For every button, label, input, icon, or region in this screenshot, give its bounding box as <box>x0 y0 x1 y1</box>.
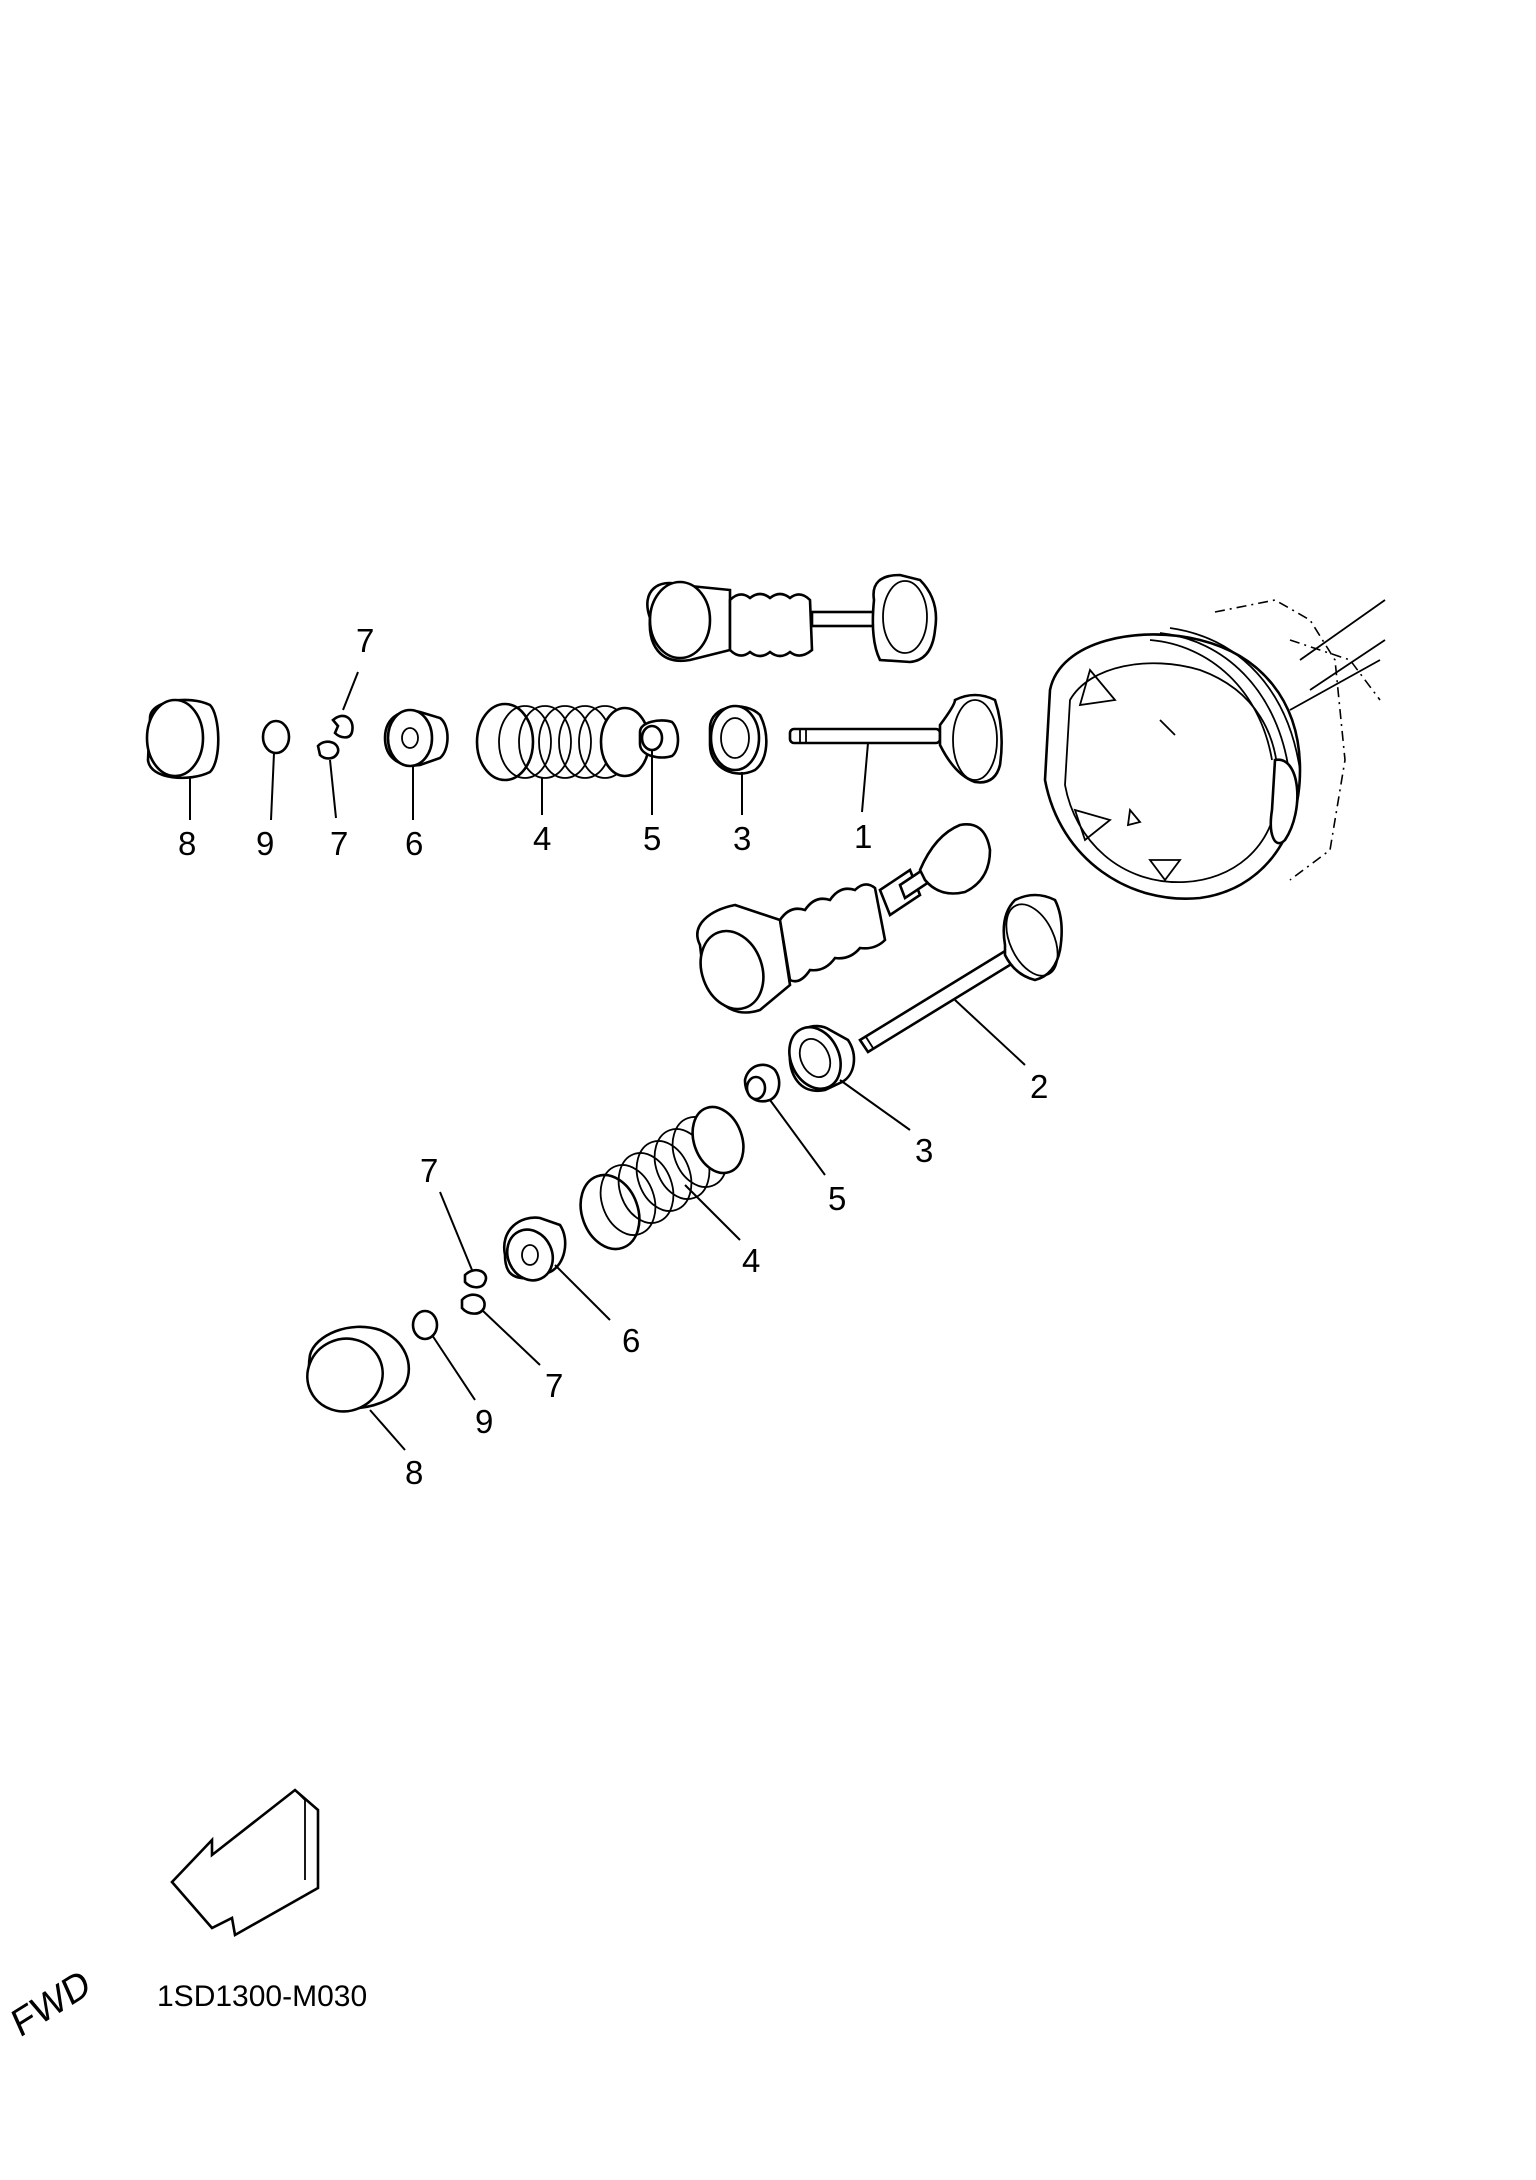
valve-pad-lower <box>411 1309 439 1341</box>
callout-3-lower: 3 <box>915 1132 933 1169</box>
callout-labels-lower: 2 3 5 4 7 6 7 9 8 <box>405 1068 1048 1491</box>
callout-8-lower: 8 <box>405 1454 423 1491</box>
valve-spring-seat-lower <box>788 1024 856 1093</box>
valve-spring-seat-upper <box>708 704 768 775</box>
callout-labels-upper: 8 9 7 7 6 4 5 3 1 <box>178 622 872 862</box>
assembled-valve-upper <box>646 573 938 664</box>
reference-code: 1SD1300-M030 <box>157 1980 368 2013</box>
valve-cotter-upper <box>316 714 354 760</box>
valve-pad-upper <box>261 719 291 755</box>
valve-spring-lower <box>579 1105 745 1251</box>
valve-lifter-lower <box>306 1325 411 1413</box>
callout-7-upper-bottom: 7 <box>330 825 348 862</box>
callout-7-upper-top: 7 <box>356 622 374 659</box>
callout-1-upper: 1 <box>854 818 872 855</box>
leader-lines <box>189 671 1026 1451</box>
callout-9-lower: 9 <box>475 1403 493 1440</box>
valve-stem-seal-upper <box>638 719 680 759</box>
exhaust-valve-lower <box>858 893 1063 1054</box>
callout-7-lower-bottom: 7 <box>545 1367 563 1404</box>
valve-lifter-upper <box>145 698 220 780</box>
fwd-label: FWD <box>6 1961 97 2046</box>
valve-spring-upper <box>475 702 651 782</box>
callout-5-lower: 5 <box>828 1180 846 1217</box>
callout-3-upper: 3 <box>733 820 751 857</box>
callout-6-upper: 6 <box>405 825 423 862</box>
piston-illustration <box>1043 599 1386 901</box>
valve-spring-retainer-lower <box>502 1216 567 1282</box>
callout-5-upper: 5 <box>643 820 661 857</box>
valve-stem-seal-lower <box>743 1063 781 1103</box>
intake-valve-upper <box>788 693 1003 784</box>
valve-spring-retainer-upper <box>383 708 449 768</box>
callout-6-lower: 6 <box>622 1322 640 1359</box>
callout-4-upper: 4 <box>533 820 551 857</box>
valve-cotter-lower <box>460 1268 488 1315</box>
callout-7-lower-top: 7 <box>420 1152 438 1189</box>
callout-2-lower: 2 <box>1030 1068 1048 1105</box>
callout-4-lower: 4 <box>742 1242 760 1279</box>
callout-8-upper: 8 <box>178 825 196 862</box>
assembled-valve-middle <box>696 823 992 1014</box>
callout-9-upper: 9 <box>256 825 274 862</box>
